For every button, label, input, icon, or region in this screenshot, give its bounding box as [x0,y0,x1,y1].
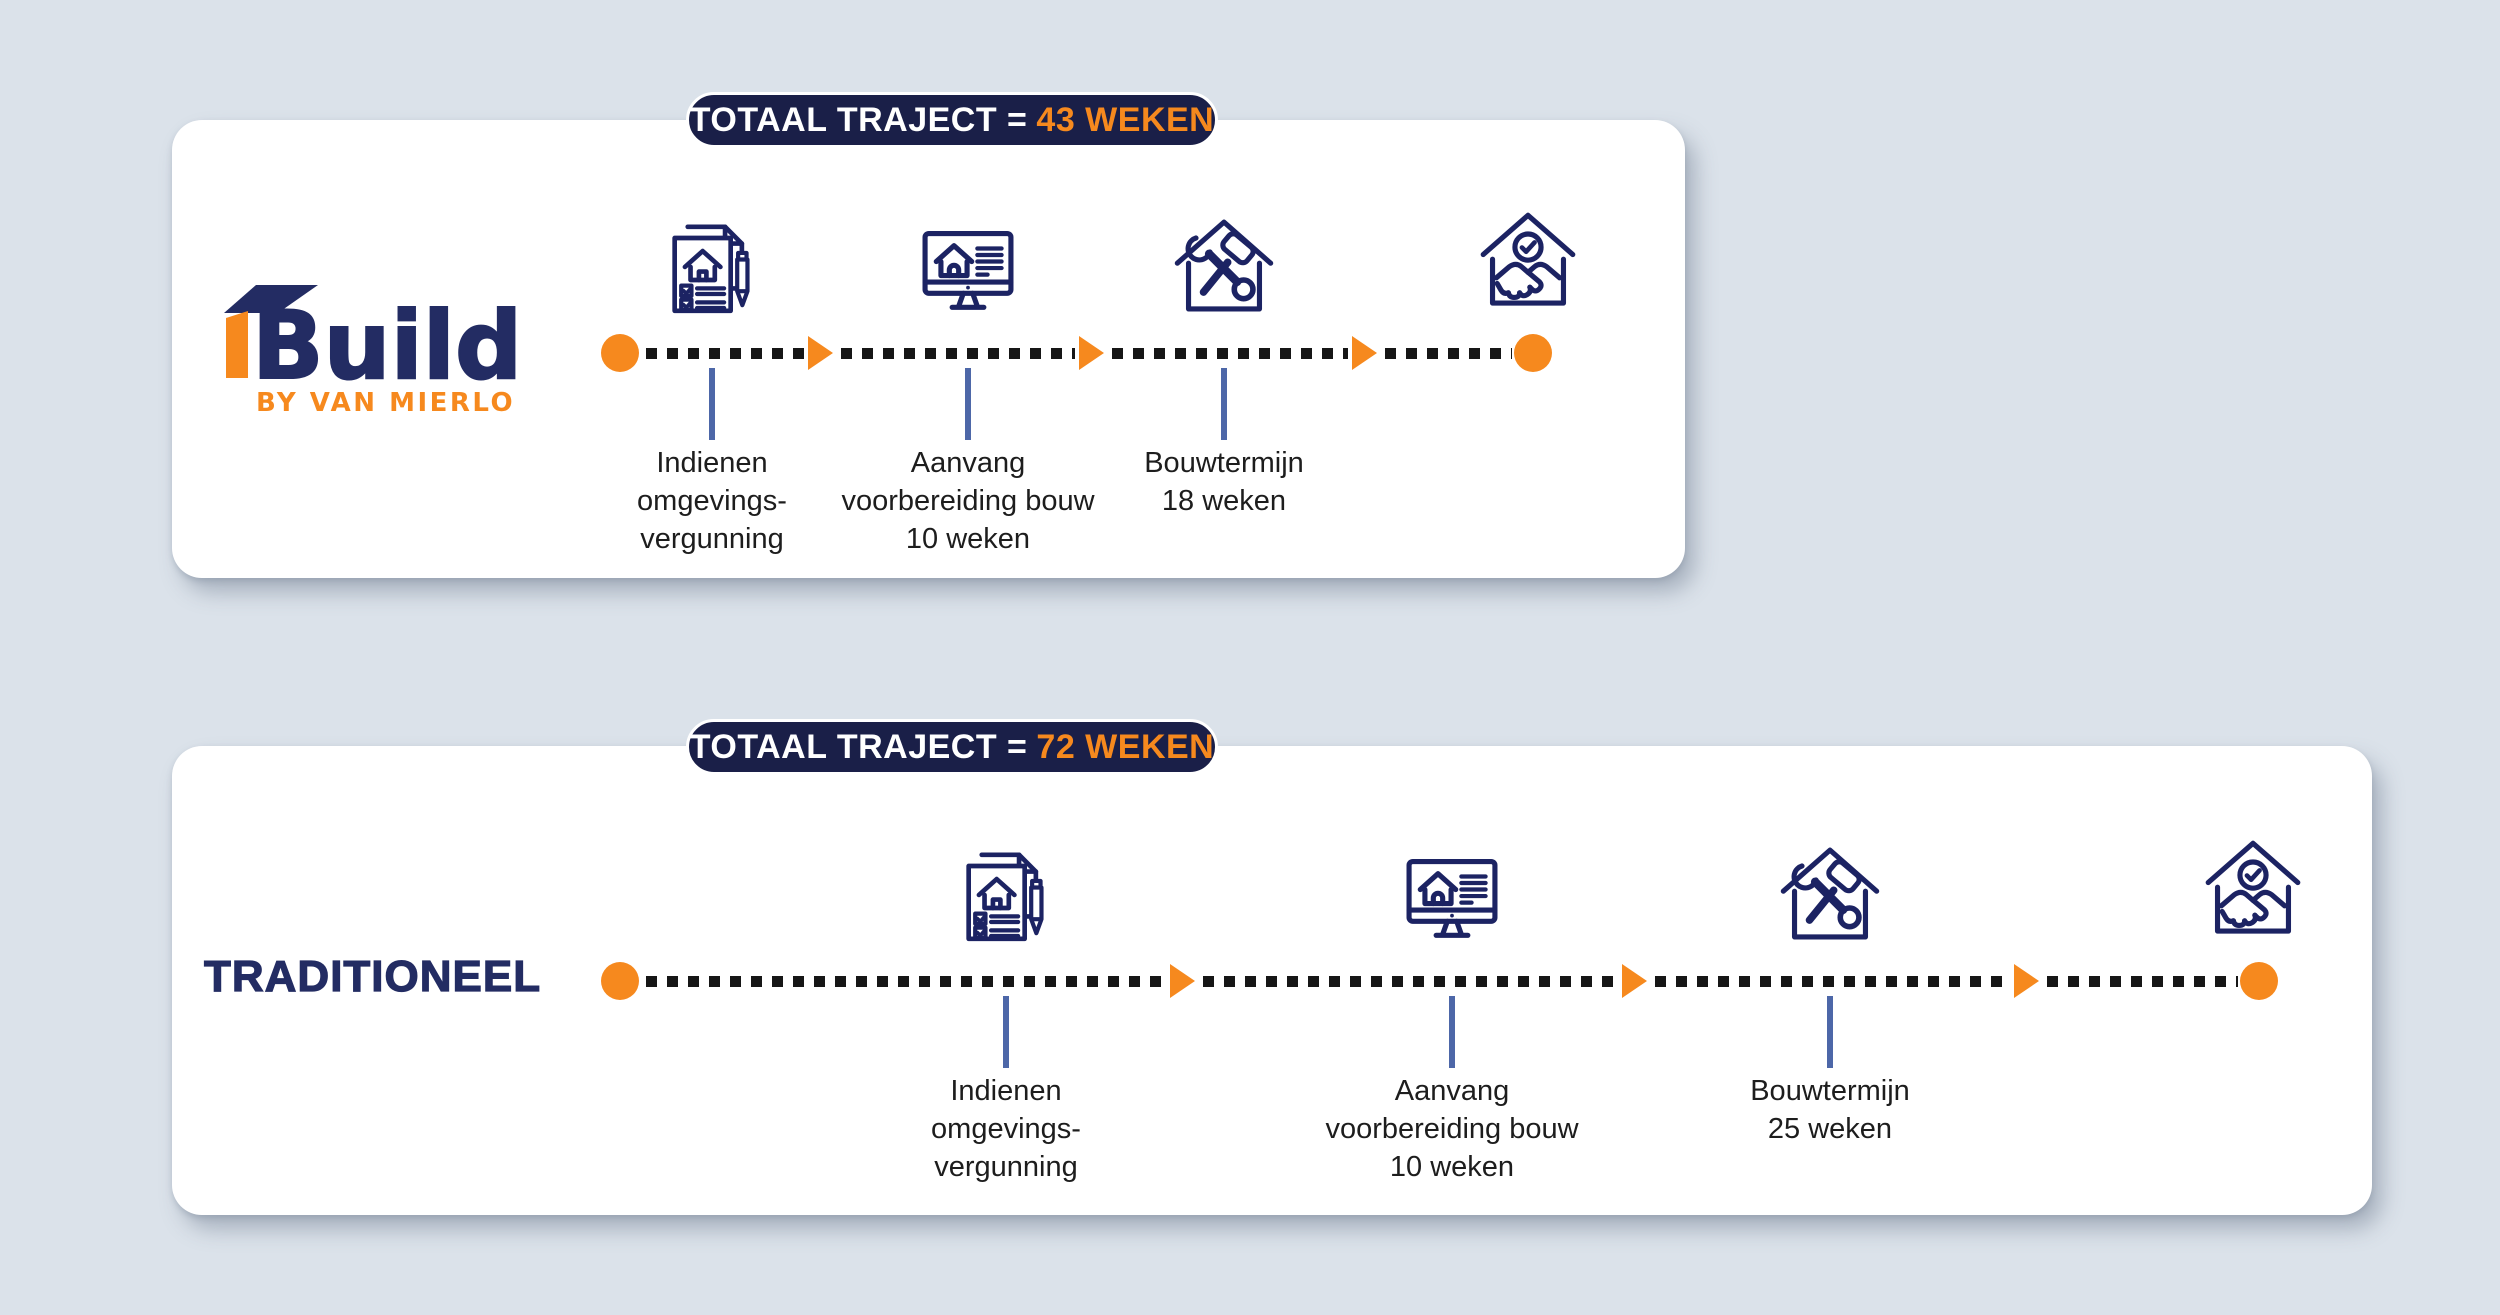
timeline-start-dot [601,962,639,1000]
house-tools-icon [1168,210,1280,322]
arrow-right-icon [1622,964,1647,998]
label-connector-line [1221,368,1227,440]
timeline-start-dot [601,334,639,372]
total-duration-badge-ibuild: TOTAAL TRAJECT = 43 WEKEN [686,92,1218,148]
house-tools-icon [1774,838,1886,950]
house-handshake-icon [1472,206,1584,318]
timeline-segment [1655,976,2010,987]
logo-subtitle: BY VAN MIERLO [256,388,515,418]
house-handshake-icon [2197,834,2309,946]
logo-i-bar-shape [226,311,248,378]
label-line: Bouwtermijn [1144,447,1304,479]
label-connector-line [965,368,971,440]
label-line: Indienen [950,1075,1062,1107]
milestone-label: Bouwtermijn 18 weken [1044,444,1404,520]
label-line: 25 weken [1767,1113,1893,1145]
logo-wordmark: Build [252,292,522,401]
badge-prefix: TOTAAL TRAJECT = [689,727,1028,766]
label-line: Bouwtermijn [1750,1075,1910,1107]
arrow-right-icon [1170,964,1195,998]
permit-documents-icon [950,838,1062,950]
timeline-segment [1203,976,1618,987]
timeline-segment [1385,348,1512,359]
label-line: omgevings- [637,485,787,517]
arrow-right-icon [808,336,833,370]
timeline-segment [646,348,804,359]
timeline-segment [1112,348,1348,359]
label-connector-line [1449,996,1455,1068]
label-line: Aanvang [1394,1075,1510,1107]
timeline-segment [646,976,1166,987]
timeline-segment [2047,976,2238,987]
label-line: Aanvang [910,447,1026,479]
label-line: vergunning [640,523,784,555]
monitor-house-icon [1396,841,1508,953]
ibuild-logo: Build BY VAN MIERLO [224,285,523,418]
label-line: Indienen [656,447,768,479]
milestone-label: Bouwtermijn 25 weken [1650,1072,2010,1148]
label-line: vergunning [934,1151,1078,1183]
milestone-label: Indienen omgevings- vergunning [826,1072,1186,1186]
label-line: 18 weken [1161,485,1287,517]
badge-value: 43 WEKEN [1036,100,1215,139]
milestone-label: Indienen omgevings- vergunning [532,444,892,558]
label-connector-line [1827,996,1833,1068]
badge-value: 72 WEKEN [1036,727,1215,766]
label-line: 10 weken [1389,1151,1515,1183]
milestone-label: Aanvang voorbereiding bouw 10 weken [1272,1072,1632,1186]
arrow-right-icon [2014,964,2039,998]
arrow-right-icon [1352,336,1377,370]
label-line: 10 weken [905,523,1031,555]
label-line: voorbereiding bouw [1325,1113,1579,1145]
timeline-end-dot [2240,962,2278,1000]
traditioneel-title: TRADITIONEEL [203,951,542,1001]
label-connector-line [709,368,715,440]
logo-roof-shape [224,285,318,313]
label-line: voorbereiding bouw [841,485,1095,517]
milestone-label: Aanvang voorbereiding bouw 10 weken [788,444,1148,558]
label-connector-line [1003,996,1009,1068]
label-line: omgevings- [931,1113,1081,1145]
badge-prefix: TOTAAL TRAJECT = [689,100,1028,139]
permit-documents-icon [656,210,768,322]
monitor-house-icon [912,213,1024,325]
timeline-segment [841,348,1075,359]
total-duration-badge-traditioneel: TOTAAL TRAJECT = 72 WEKEN [686,719,1218,775]
timeline-end-dot [1514,334,1552,372]
arrow-right-icon [1079,336,1104,370]
